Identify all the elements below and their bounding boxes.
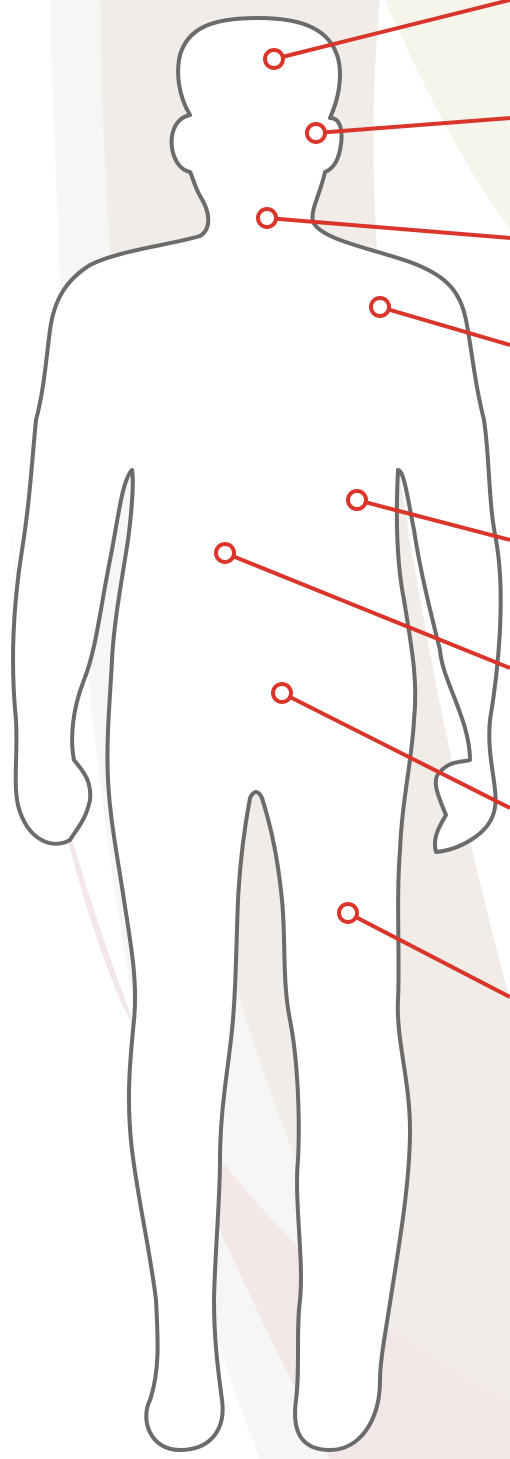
neck-marker[interactable]	[258, 209, 276, 227]
shoulder-marker[interactable]	[371, 298, 389, 316]
pelvis-marker[interactable]	[273, 684, 291, 702]
abdomen-marker[interactable]	[348, 491, 366, 509]
background-band-olive	[385, 0, 510, 230]
left-hip-marker[interactable]	[216, 544, 234, 562]
thigh-marker[interactable]	[339, 904, 357, 922]
ear-marker[interactable]	[307, 124, 325, 142]
head-marker[interactable]	[265, 50, 283, 68]
